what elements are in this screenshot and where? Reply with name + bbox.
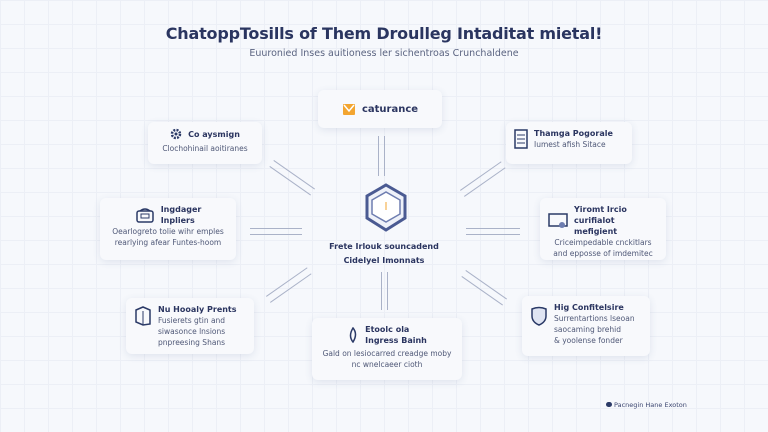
card-desc: rearlying afear Funtes-hoom	[114, 238, 222, 247]
card-desc: Gald on lesiocarred creadge moby	[322, 349, 452, 358]
connector	[250, 234, 302, 235]
card-title-2: Inpliers	[160, 216, 195, 225]
card-title-2: Ingress Bainh	[365, 336, 427, 345]
connector	[381, 272, 382, 310]
box-icon	[365, 183, 407, 232]
card-title: Nu Hooaly Prents	[158, 305, 237, 314]
connector	[250, 228, 302, 229]
card-desc: Oearlogreto tolie wihr emples	[112, 227, 224, 236]
card-desc: saocaming brehid	[554, 325, 621, 334]
connector	[378, 136, 379, 176]
card-desc: Criceimpedable cnckitlars	[554, 238, 652, 247]
connector	[387, 272, 388, 310]
card-title: Hig Confitelsire	[554, 303, 624, 312]
card-title: Co aysmign	[188, 129, 240, 139]
card-title: Yiromt Ircio	[574, 205, 627, 214]
center-line-1: Frete Irlouk souncadend	[329, 242, 439, 251]
connector	[273, 160, 315, 190]
page-subtitle: Euuronied Inses auitioness ler sichentro…	[249, 48, 519, 59]
book-icon	[135, 306, 151, 326]
card-desc: Iumest afish Sitace	[534, 140, 606, 149]
page-title: ChatoppTosills of Them Droulleg Intadita…	[165, 24, 603, 43]
footer-text: Pacnegin Hane Exoton	[614, 401, 687, 409]
logo-icon	[606, 402, 612, 407]
monitor-icon	[548, 212, 568, 228]
leaf-icon	[349, 327, 357, 343]
footer-credit: Pacnegin Hane Exoton	[606, 401, 687, 409]
card-co-aysmign[interactable]: Co aysmign Clochohinail aoitiranes	[148, 122, 262, 164]
card-yiromt-ircio[interactable]: Yiromt Ircio curifialot mefigient Criceim…	[540, 198, 666, 260]
card-desc: Fusierets gtin and	[158, 316, 226, 325]
shield-icon	[531, 306, 547, 326]
center-line-2: Cidelyel Imonnats	[343, 256, 425, 265]
gear-icon	[170, 128, 182, 140]
connector	[384, 136, 385, 176]
phone-icon	[135, 208, 154, 223]
connector	[266, 267, 308, 297]
connector	[466, 228, 520, 229]
card-title-2: curifialot mefigient	[574, 216, 618, 236]
document-icon	[514, 129, 528, 149]
card-desc: siwasonce lnsions	[158, 327, 226, 336]
top-card[interactable]: caturance	[318, 90, 442, 128]
center-label: Frete Irlouk souncadend Cidelyel Imonnat…	[318, 240, 450, 268]
connector	[460, 161, 502, 191]
card-hig-confitelsire[interactable]: Hig Confitelsire Surrentartions lseoan s…	[522, 296, 650, 356]
card-title: Etoolc ola	[365, 325, 410, 334]
card-desc: & yoolense fonder	[554, 336, 623, 345]
card-desc: Clochohinail aoitiranes	[162, 144, 248, 153]
card-thamga-pogorale[interactable]: Thamga Pogorale Iumest afish Sitace	[506, 122, 632, 164]
connector	[465, 270, 507, 300]
connector	[466, 234, 520, 235]
card-nu-hooaly-prents[interactable]: Nu Hooaly Prents Fusierets gtin and siwa…	[126, 298, 254, 354]
card-desc: pnpreesing Shans	[158, 338, 226, 347]
card-desc: and epposse of imdemitec	[553, 249, 653, 258]
card-desc: nc wnelcaeer cioth	[351, 360, 423, 369]
card-desc: Surrentartions lseoan	[554, 314, 635, 323]
mail-icon	[342, 104, 355, 115]
top-card-title: caturance	[361, 103, 419, 115]
card-title: Thamga Pogorale	[534, 129, 613, 138]
card-title: Ingdager	[160, 205, 202, 214]
